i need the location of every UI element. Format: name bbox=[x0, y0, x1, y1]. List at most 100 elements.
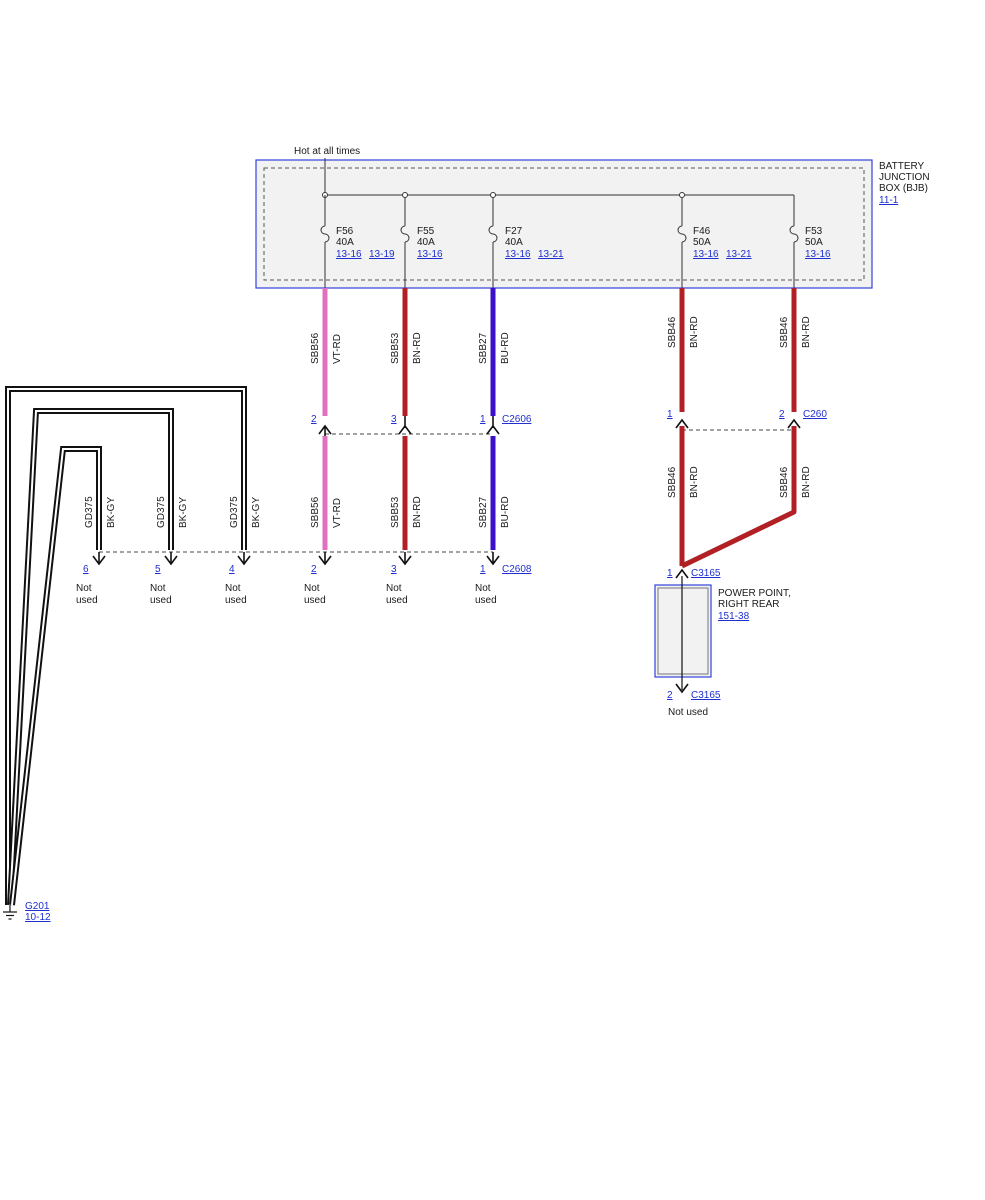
power-point-ref-link[interactable]: 151-38 bbox=[718, 611, 750, 622]
c2606-pin[interactable]: 2 bbox=[311, 414, 317, 425]
wire-circuit-label: GD375 bbox=[84, 496, 95, 528]
fuse-f55: F55 40A 13-16 bbox=[400, 192, 443, 288]
c2608-pin[interactable]: 5 bbox=[155, 564, 161, 575]
wire-circuit-label: SBB56 bbox=[310, 332, 321, 364]
c2606-pin-markers bbox=[318, 416, 500, 438]
hot-at-all-times-label: Hot at all times bbox=[294, 146, 360, 157]
c260-connector-name[interactable]: C260 bbox=[803, 409, 827, 420]
fuse-id: F53 bbox=[805, 226, 823, 237]
wire-color-label: BN-RD bbox=[689, 466, 700, 498]
wire-color-label: BK-GY bbox=[251, 497, 262, 528]
fuse-icon bbox=[488, 225, 498, 243]
fuse-id: F27 bbox=[505, 226, 523, 237]
c2608-pin[interactable]: 6 bbox=[83, 564, 89, 575]
fuse-ref-link[interactable]: 13-16 bbox=[417, 249, 443, 260]
fuse-ref-link[interactable]: 13-16 bbox=[693, 249, 719, 260]
wire-circuit-label: SBB46 bbox=[779, 316, 790, 348]
c2608-pin[interactable]: 1 bbox=[480, 564, 486, 575]
c3165-connector-name-bottom[interactable]: C3165 bbox=[691, 690, 721, 701]
c2608-pin[interactable]: 2 bbox=[311, 564, 317, 575]
c3165-pin-top[interactable]: 1 bbox=[667, 568, 673, 579]
fuse-icon bbox=[789, 225, 799, 243]
bjb-outer-box bbox=[255, 159, 873, 289]
ground-name-link[interactable]: G201 bbox=[25, 901, 50, 912]
wire-circuit-label: SBB27 bbox=[478, 496, 489, 528]
wire-color-label: BN-RD bbox=[801, 316, 812, 348]
not-used-label: used bbox=[150, 595, 172, 606]
c3165-pin-bottom[interactable]: 2 bbox=[667, 690, 673, 701]
c2608-pin[interactable]: 3 bbox=[391, 564, 397, 575]
bjb-inner-box bbox=[263, 167, 865, 281]
fuse-id: F46 bbox=[693, 226, 711, 237]
fuse-icon bbox=[677, 225, 687, 243]
not-used-label: used bbox=[386, 595, 408, 606]
not-used-label: used bbox=[76, 595, 98, 606]
c2606-connector-name[interactable]: C2606 bbox=[502, 414, 532, 425]
fuse-icon bbox=[320, 225, 330, 243]
wire-color-label: VT-RD bbox=[332, 498, 343, 528]
c2608-pin-markers bbox=[92, 552, 500, 566]
not-used-label: used bbox=[475, 595, 497, 606]
fuse-rating: 40A bbox=[505, 237, 523, 248]
ground-ref-link[interactable]: 10-12 bbox=[25, 912, 51, 923]
fuse-rating: 40A bbox=[336, 237, 354, 248]
wire-sbb46-lower-b bbox=[680, 426, 797, 569]
not-used-label: used bbox=[225, 595, 247, 606]
c2608-pin[interactable]: 4 bbox=[229, 564, 235, 575]
fuse-f46: F46 50A 13-16 13-21 bbox=[677, 192, 752, 288]
wire-color-label: BK-GY bbox=[178, 497, 189, 528]
wire-circuit-label: SBB27 bbox=[478, 332, 489, 364]
bjb-label-line3: BOX (BJB) bbox=[879, 183, 928, 194]
wire-color-label: BN-RD bbox=[801, 466, 812, 498]
power-point-label-line2: RIGHT REAR bbox=[718, 599, 780, 610]
fuse-f56: F56 40A 13-16 13-19 bbox=[320, 192, 395, 288]
c260-pin-markers bbox=[675, 418, 801, 429]
c2606-pin[interactable]: 3 bbox=[391, 414, 397, 425]
not-used-label: used bbox=[304, 595, 326, 606]
fuse-rating: 50A bbox=[693, 237, 711, 248]
wire-circuit-label: SBB53 bbox=[390, 496, 401, 528]
c260-pin[interactable]: 2 bbox=[779, 409, 785, 420]
power-point-inner-box bbox=[657, 587, 709, 675]
wire-circuit-label: SBB53 bbox=[390, 332, 401, 364]
not-used-label: Not bbox=[76, 583, 92, 594]
fuse-ref-link[interactable]: 13-21 bbox=[538, 249, 564, 260]
c260-pin[interactable]: 1 bbox=[667, 409, 673, 420]
wire-circuit-label: GD375 bbox=[156, 496, 167, 528]
c3165-top-pin-marker bbox=[675, 568, 689, 579]
bjb-ref-link[interactable]: 11-1 bbox=[879, 195, 899, 206]
fuse-id: F55 bbox=[417, 226, 435, 237]
power-point-box bbox=[654, 584, 712, 678]
fuse-ref-link[interactable]: 13-16 bbox=[336, 249, 362, 260]
ground-wire-bundle bbox=[5, 386, 247, 906]
wire-circuit-label: SBB56 bbox=[310, 496, 321, 528]
not-used-label: Not bbox=[386, 583, 402, 594]
fuse-ref-link[interactable]: 13-21 bbox=[726, 249, 752, 260]
not-used-label: Not bbox=[475, 583, 491, 594]
wire-circuit-label: SBB46 bbox=[667, 466, 678, 498]
wire-color-label: BK-GY bbox=[106, 497, 117, 528]
fuse-ref-link[interactable]: 13-19 bbox=[369, 249, 395, 260]
wire-circuit-label: GD375 bbox=[229, 496, 240, 528]
wire-circuit-label: SBB46 bbox=[667, 316, 678, 348]
wire-color-label: BU-RD bbox=[500, 332, 511, 364]
ground-icon bbox=[3, 905, 17, 920]
wire-circuit-label: SBB46 bbox=[779, 466, 790, 498]
c3165-bottom-pin-marker bbox=[675, 683, 689, 694]
bjb-label-line2: JUNCTION bbox=[879, 172, 930, 183]
wire-color-label: BN-RD bbox=[412, 496, 423, 528]
c2606-pin[interactable]: 1 bbox=[480, 414, 486, 425]
bjb-label-line1: BATTERY bbox=[879, 161, 925, 172]
wire-color-label: BU-RD bbox=[500, 496, 511, 528]
wire-color-label: BN-RD bbox=[689, 316, 700, 348]
not-used-label: Not bbox=[150, 583, 166, 594]
fuse-rating: 40A bbox=[417, 237, 435, 248]
power-point-label-line1: POWER POINT, bbox=[718, 588, 791, 599]
not-used-label: Not bbox=[225, 583, 241, 594]
fuse-icon bbox=[400, 225, 410, 243]
fuse-f27: F27 40A 13-16 13-21 bbox=[488, 192, 564, 288]
fuse-ref-link[interactable]: 13-16 bbox=[505, 249, 531, 260]
fuse-ref-link[interactable]: 13-16 bbox=[805, 249, 831, 260]
c3165-connector-name-top[interactable]: C3165 bbox=[691, 568, 721, 579]
c2608-connector-name[interactable]: C2608 bbox=[502, 564, 532, 575]
